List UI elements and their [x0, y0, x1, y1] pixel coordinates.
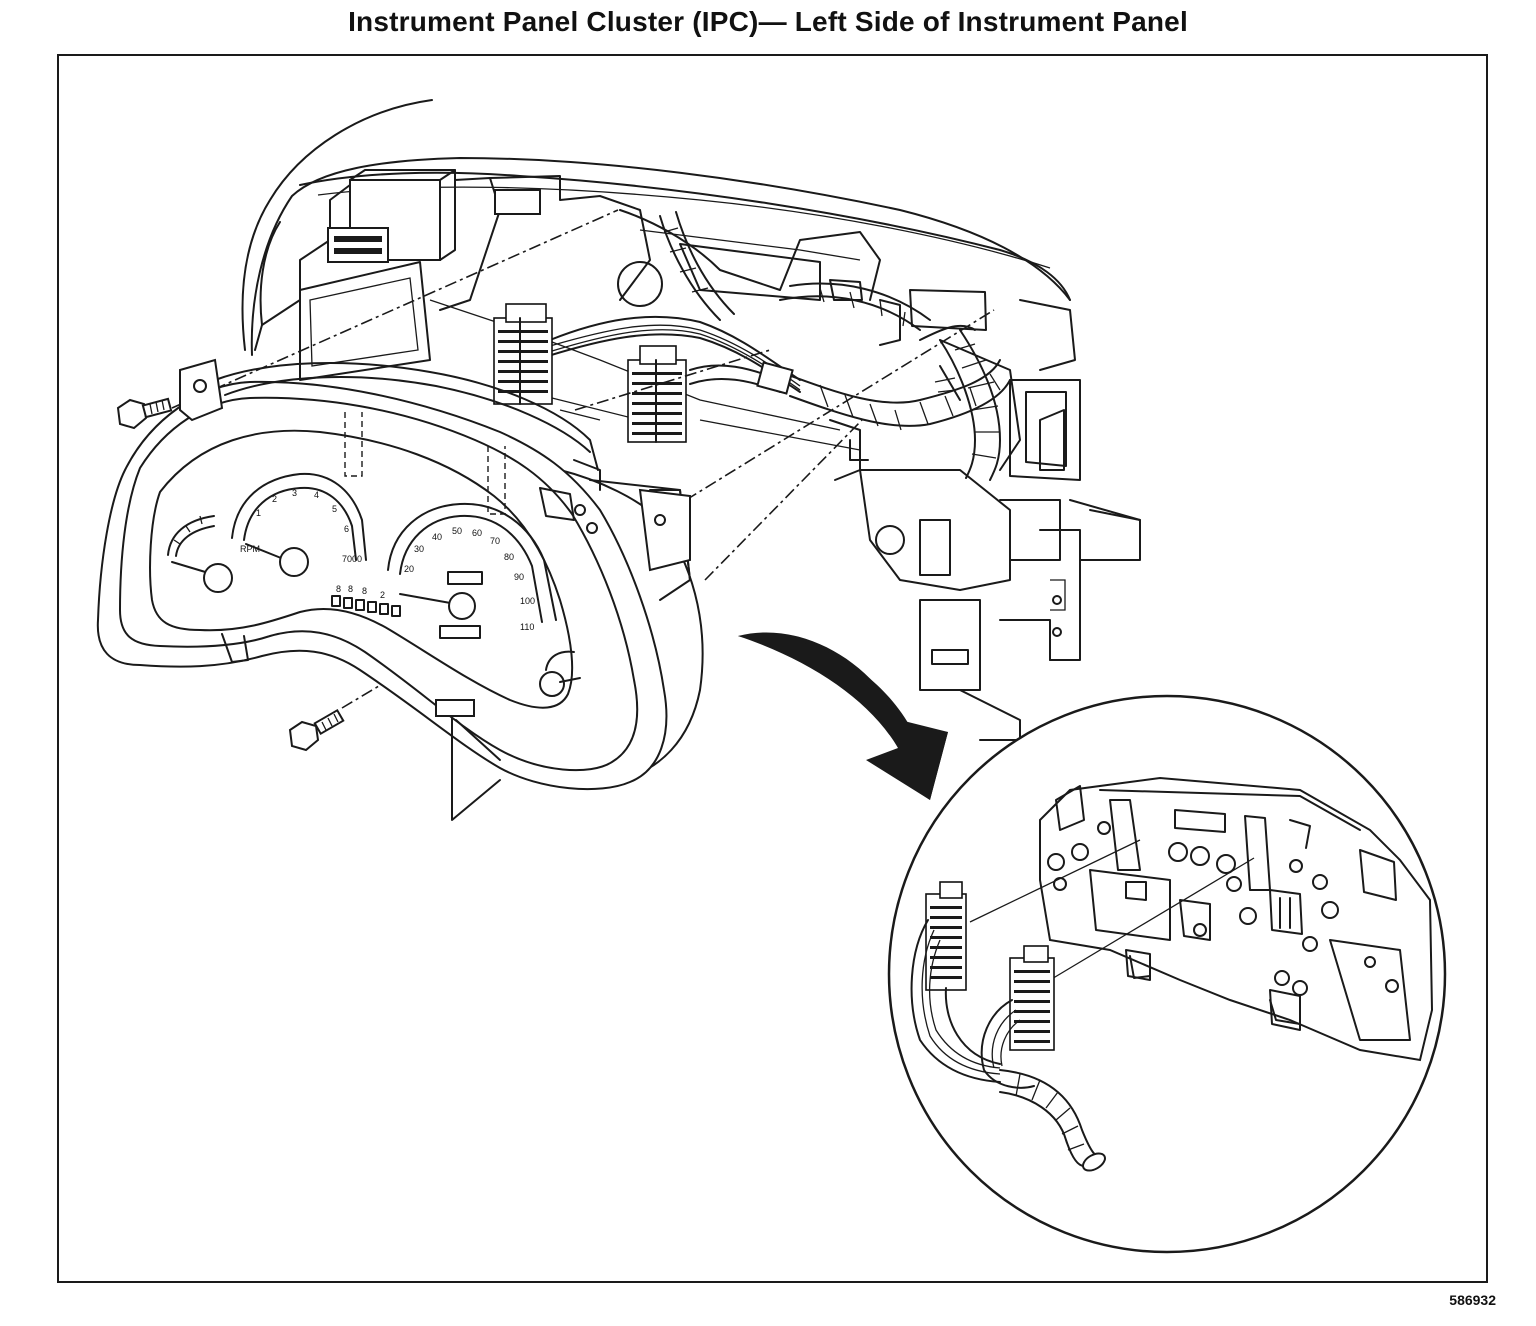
detail-view-circle [887, 694, 1447, 1254]
svg-text:70: 70 [490, 536, 500, 546]
svg-text:20: 20 [404, 564, 414, 574]
figure-number: 586932 [1449, 1292, 1496, 1308]
svg-text:3: 3 [292, 488, 297, 498]
figure-border [57, 54, 1488, 1283]
cluster-mounting-screw-lower [288, 708, 345, 752]
svg-text:8: 8 [348, 584, 353, 594]
cluster-mounting-screw-upper [116, 397, 173, 430]
svg-text:6: 6 [344, 524, 349, 534]
svg-text:100: 100 [520, 596, 535, 606]
instrument-panel-carrier [241, 99, 1141, 741]
svg-text:2: 2 [272, 494, 277, 504]
svg-text:30: 30 [414, 544, 424, 554]
svg-text:4: 4 [314, 490, 319, 500]
svg-text:50: 50 [452, 526, 462, 536]
svg-text:8: 8 [336, 584, 341, 594]
instrument-panel-cluster: 1 2 3 4 5 6 RPM 7000 20 30 40 50 60 70 8… [96, 358, 704, 821]
svg-text:8: 8 [362, 586, 367, 596]
svg-text:90: 90 [514, 572, 524, 582]
svg-text:60: 60 [472, 528, 482, 538]
svg-text:5: 5 [332, 504, 337, 514]
svg-text:7000: 7000 [342, 554, 362, 564]
indicator-lamps: 8 8 8 2 [331, 584, 401, 617]
detail-view-arrow [738, 632, 948, 800]
svg-text:40: 40 [432, 532, 442, 542]
bulb-sockets [1047, 821, 1399, 996]
svg-text:RPM: RPM [240, 544, 260, 554]
svg-text:110: 110 [520, 622, 534, 632]
diagram-title: Instrument Panel Cluster (IPC)— Left Sid… [348, 6, 1188, 37]
svg-text:80: 80 [504, 552, 514, 562]
wiring-harness [493, 211, 1011, 481]
svg-text:1: 1 [256, 508, 261, 518]
svg-text:2: 2 [380, 590, 385, 600]
